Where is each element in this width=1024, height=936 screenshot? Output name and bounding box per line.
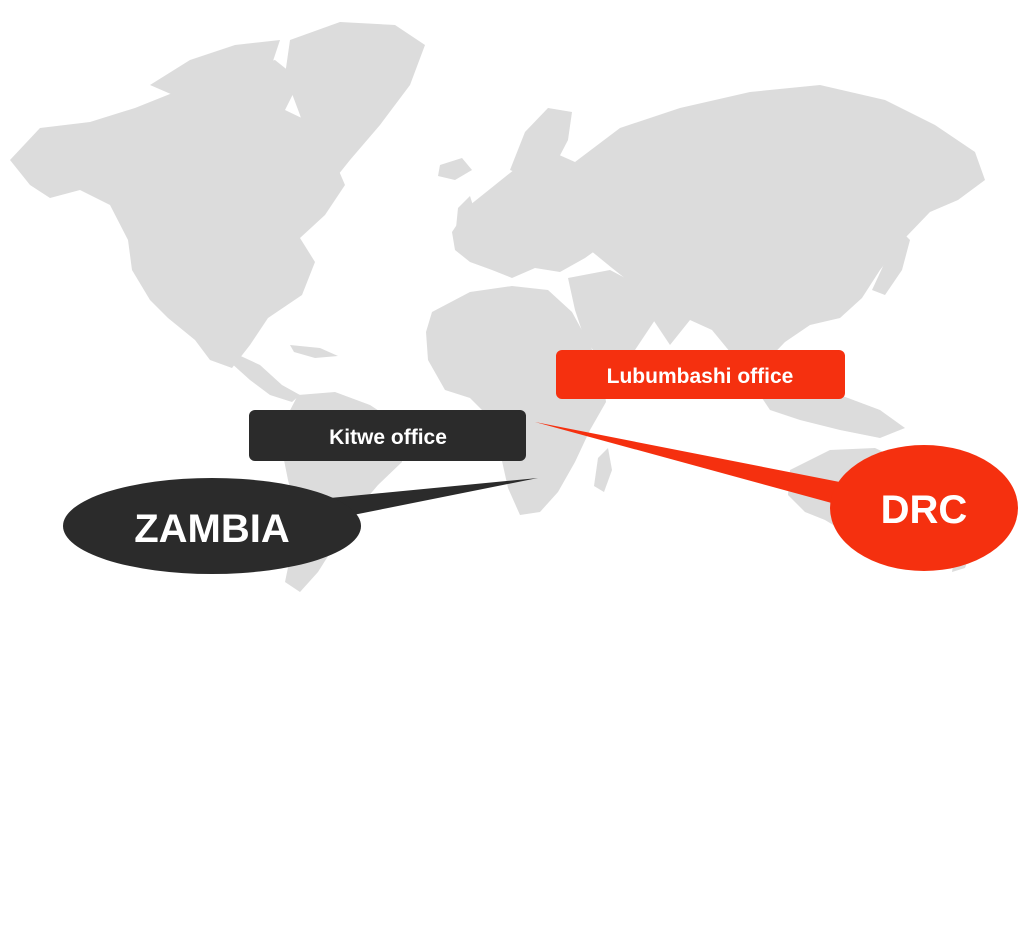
zambia-pointer — [330, 478, 538, 518]
central-america — [230, 352, 300, 402]
asia — [575, 85, 985, 368]
lubumbashi-office-box — [556, 350, 845, 399]
japan — [872, 225, 910, 295]
zambia-bubble: ZAMBIA — [63, 478, 361, 574]
kitwe-office-callout: Kitwe office — [249, 410, 526, 461]
caribbean — [290, 345, 338, 358]
north-america — [10, 60, 345, 368]
arctic-islands — [150, 40, 280, 98]
middle-east — [568, 270, 655, 365]
southeast-asia-islands — [760, 388, 905, 438]
drc-ellipse — [830, 445, 1018, 571]
kitwe-office-box — [249, 410, 526, 461]
iceland — [438, 158, 472, 180]
drc-bubble: DRC — [830, 445, 1018, 571]
africa — [426, 286, 606, 515]
drc-label: DRC — [881, 488, 968, 532]
drc-pointer — [535, 422, 855, 508]
madagascar — [594, 448, 612, 492]
british-isles — [456, 196, 476, 234]
kitwe-office-label: Kitwe office — [329, 426, 447, 449]
europe — [452, 150, 615, 278]
zambia-ellipse — [63, 478, 361, 574]
scandinavia — [510, 108, 572, 180]
lubumbashi-office-callout: Lubumbashi office — [556, 350, 845, 399]
greenland — [285, 22, 425, 185]
zambia-label: ZAMBIA — [134, 507, 290, 551]
lubumbashi-office-label: Lubumbashi office — [607, 365, 794, 388]
